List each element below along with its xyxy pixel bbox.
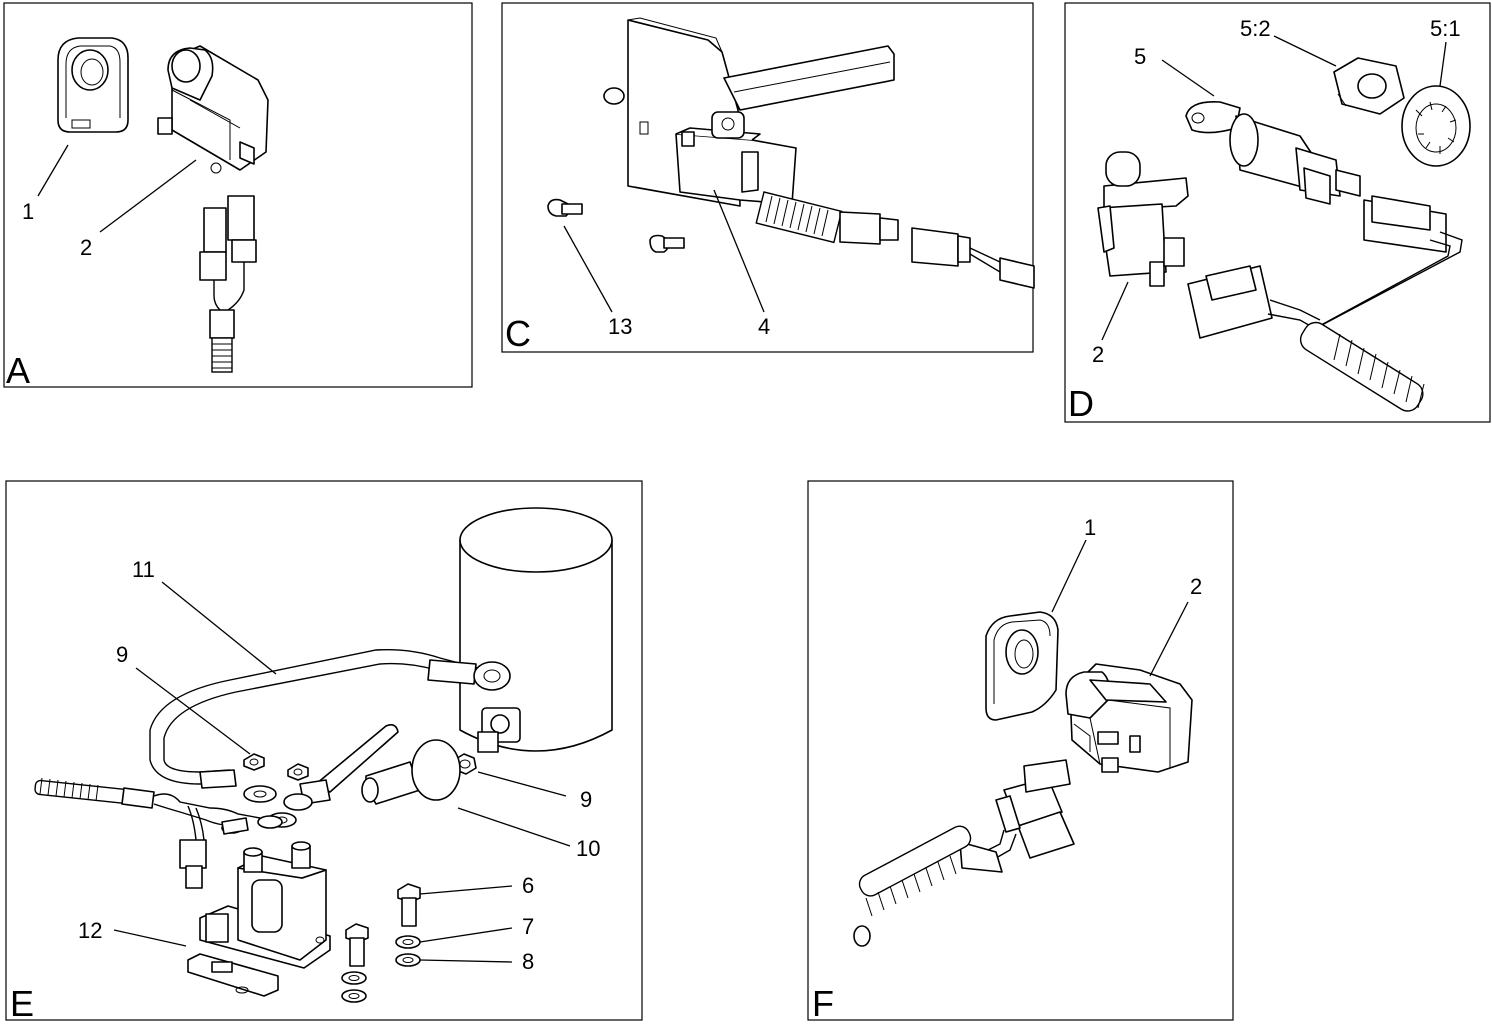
callout-e-10: 10	[576, 836, 600, 861]
panel-a: 1 2 A	[3, 2, 473, 391]
leader-c-4	[713, 189, 765, 313]
callout-c-13: 13	[608, 314, 632, 339]
leader-d-5	[1161, 59, 1215, 97]
panel-f-connector-cable	[853, 759, 1075, 947]
panel-e-frame	[5, 480, 643, 1021]
callout-e-12: 12	[78, 918, 102, 943]
leader-a-2	[99, 159, 197, 233]
panel-letter-f: F	[812, 983, 834, 1024]
callout-d-5: 5	[1134, 44, 1146, 69]
panel-e-bolts-washers	[341, 883, 421, 1003]
callout-e-9a: 9	[116, 642, 128, 667]
panel-d-keyswitch-part-5	[1185, 100, 1361, 205]
leader-d-5-1	[1439, 41, 1447, 87]
callout-e-8: 8	[522, 949, 534, 974]
panel-a-connector-cable	[199, 195, 257, 373]
callout-e-6: 6	[522, 873, 534, 898]
leader-d-2	[1101, 281, 1129, 341]
panel-d-nut-part-5-2	[1333, 57, 1405, 115]
panel-e: 11 9 9 10 6 7 8 12 E	[5, 480, 643, 1024]
leader-e-7	[419, 927, 513, 943]
panel-letter-c: C	[505, 313, 531, 354]
panel-f-frame	[807, 480, 1234, 1021]
leader-e-12	[113, 929, 187, 947]
callout-d-2: 2	[1092, 342, 1104, 367]
callout-a-1: 1	[22, 199, 34, 224]
callout-a-2: 2	[80, 235, 92, 260]
panel-a-switch-part-2	[157, 45, 269, 174]
panel-c-cable	[755, 191, 1035, 289]
callout-e-7: 7	[522, 914, 534, 939]
leader-e-6	[419, 885, 513, 895]
panel-d-connector-cable	[1187, 195, 1463, 412]
panel-c-microswitch-part-4	[675, 111, 797, 205]
panel-a-bezel-part-1	[57, 37, 129, 133]
panel-e-solenoid-part-12	[187, 841, 331, 997]
callout-f-2: 2	[1190, 574, 1202, 599]
leader-e-9a	[135, 667, 251, 755]
callout-c-4: 4	[758, 314, 770, 339]
panel-letter-a: A	[6, 350, 30, 391]
leader-f-1	[1051, 539, 1087, 613]
panel-c-frame	[501, 2, 1034, 353]
panel-e-harness	[34, 777, 283, 889]
panel-c-screws-part-13	[547, 198, 685, 253]
leader-d-5-2	[1273, 35, 1337, 67]
panel-f-bezel-part-1	[985, 611, 1059, 721]
panel-a-frame	[3, 2, 473, 388]
callout-e-11: 11	[132, 557, 155, 582]
callout-f-1: 1	[1084, 515, 1096, 540]
panel-letter-d: D	[1068, 383, 1094, 424]
leader-a-1	[37, 144, 69, 197]
panel-letter-e: E	[10, 983, 34, 1024]
panel-f: 1 2 F	[807, 480, 1234, 1024]
callout-d-5-2: 5:2	[1240, 16, 1271, 41]
panel-d: 5 5:2 5:1 2 D	[1064, 2, 1491, 424]
panel-c: 13 4 C	[501, 2, 1035, 354]
panel-d-frame	[1064, 2, 1491, 423]
panel-e-motor-cylinder	[459, 507, 613, 753]
panel-f-switch-part-2	[1065, 663, 1193, 773]
leader-c-13	[563, 225, 613, 313]
leader-f-2	[1149, 601, 1189, 677]
leader-e-9b	[477, 771, 567, 797]
leader-e-11	[161, 581, 277, 675]
panel-d-washer-part-5-1	[1401, 85, 1471, 167]
leader-e-8	[419, 959, 513, 963]
panel-e-cable-part-11	[149, 649, 511, 803]
panel-d-pushswitch-part-2	[1097, 151, 1189, 287]
callout-e-9b: 9	[580, 787, 592, 812]
callout-d-5-1: 5:1	[1430, 16, 1461, 41]
panel-e-boot-part-10	[361, 739, 461, 805]
leader-e-10	[457, 807, 571, 847]
